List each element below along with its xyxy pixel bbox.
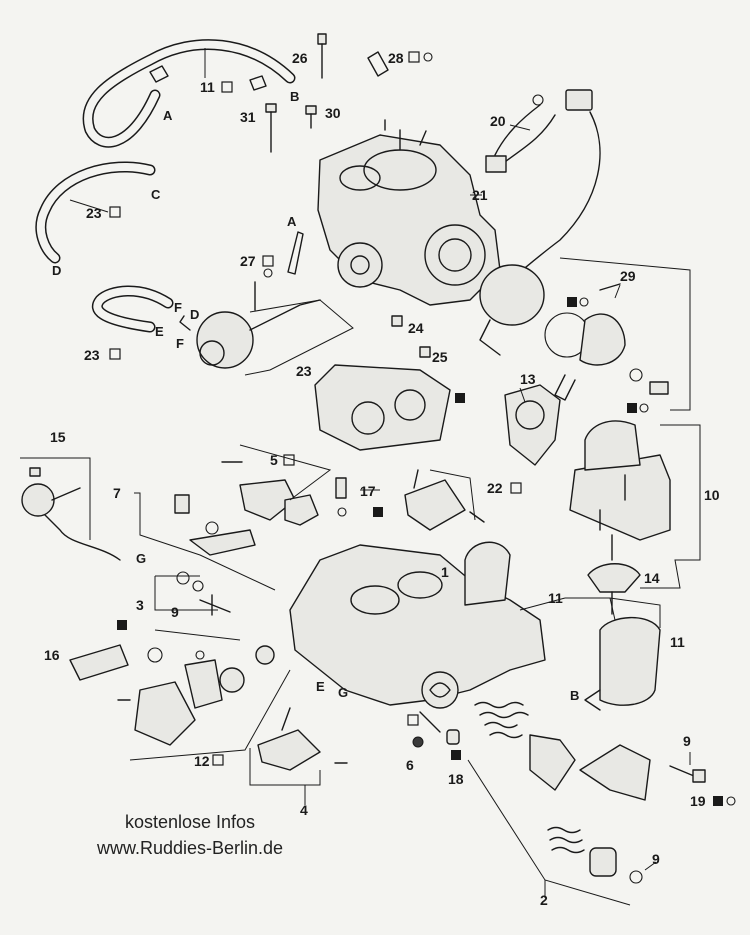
- choke-linkage-15: [21, 467, 121, 561]
- callout-11-pump: 11: [548, 590, 563, 606]
- wire-harness-20: [485, 89, 601, 273]
- connector-a-hose: A: [163, 108, 173, 123]
- carburetor-gasket: [314, 364, 451, 451]
- connector-g-hose: G: [136, 551, 146, 566]
- connector-f-pulldown: F: [176, 336, 184, 351]
- callout-29: 29: [620, 268, 636, 284]
- callout-18: 18: [448, 771, 464, 787]
- carburetor-main-body-1: [289, 541, 546, 709]
- callout-5: 5: [270, 452, 278, 468]
- connector-g-body: G: [338, 685, 348, 700]
- vacuum-hose-23-upper: [35, 161, 156, 264]
- vacuum-hose-23-lower: [91, 285, 174, 333]
- idle-cutoff-valve-13: [504, 384, 561, 466]
- callout-13: 13: [520, 371, 536, 387]
- callout-19: 19: [690, 793, 706, 809]
- callout-9-bottom: 9: [652, 851, 660, 867]
- callout-26: 26: [292, 50, 308, 66]
- accelerator-pump-10: [569, 368, 671, 541]
- bracket-4: [257, 707, 348, 771]
- screw-30: [305, 105, 317, 129]
- connector-e-body: E: [316, 679, 325, 694]
- lever-assembly-5: [221, 461, 319, 526]
- choke-housing-11: [584, 616, 661, 711]
- callout-1: 1: [441, 564, 449, 580]
- callout-markers: [109, 51, 736, 806]
- callout-16: 16: [44, 647, 60, 663]
- enrichment-valve-14: [587, 534, 641, 615]
- vacuum-hose-11: [82, 39, 296, 148]
- plug-18: [446, 729, 460, 745]
- connector-b-hose: B: [290, 89, 299, 104]
- callout-30: 30: [325, 105, 341, 121]
- linkage-kit-3: [176, 571, 231, 616]
- callout-4: 4: [300, 802, 308, 818]
- linkage-9: [529, 734, 706, 801]
- callout-2: 2: [540, 892, 548, 908]
- leader-lines: [20, 48, 701, 906]
- callout-labels: 1 2 3 4 5 6 7 9 9 9 10 11 11 11 12 13 14…: [44, 50, 720, 908]
- connector-labels: A A B B C D D E E F F G G: [52, 89, 579, 703]
- watermark-url: www.Ruddies-Berlin.de: [96, 838, 284, 858]
- vacuum-unit-12: [117, 645, 275, 746]
- choke-pulldown-unit-23: [179, 281, 321, 369]
- callout-7: 7: [113, 485, 121, 501]
- callout-12: 12: [194, 753, 210, 769]
- screw-31: [265, 103, 277, 153]
- jet-6: [412, 711, 441, 748]
- callout-9-linkage-kit: 9: [171, 604, 179, 620]
- connector-c: C: [151, 187, 161, 202]
- screw-27: [287, 231, 304, 275]
- solenoid-valve-16: [69, 644, 163, 681]
- callout-11-hose: 11: [200, 79, 215, 95]
- callout-15: 15: [50, 429, 66, 445]
- callout-6: 6: [406, 757, 414, 773]
- callout-23-pulldown: 23: [296, 363, 312, 379]
- connector-b-choke: B: [570, 688, 579, 703]
- connector-d-pulldown: D: [190, 307, 199, 322]
- connector-e-hose: E: [155, 324, 164, 339]
- callout-14: 14: [644, 570, 660, 586]
- callout-11-choke: 11: [670, 634, 685, 650]
- callout-22: 22: [487, 480, 503, 496]
- screw-24: [391, 315, 403, 327]
- callout-25: 25: [432, 349, 448, 365]
- screw-25: [419, 346, 431, 358]
- carburetor-top-cover-21: [317, 119, 501, 306]
- callout-20: 20: [490, 113, 506, 129]
- callout-3: 3: [136, 597, 144, 613]
- connector-17: [335, 477, 347, 499]
- callout-21: 21: [472, 187, 488, 203]
- callout-27: 27: [240, 253, 256, 269]
- watermark-line-1: kostenlose Infos: [124, 812, 256, 832]
- spring-2: [474, 701, 643, 884]
- callout-24: 24: [408, 320, 424, 336]
- callout-9-right: 9: [683, 733, 691, 749]
- sleeve-28: [367, 51, 389, 77]
- connector-d-hose: D: [52, 263, 61, 278]
- callout-23-lower: 23: [84, 347, 100, 363]
- pulldown-diaphragm-29: [479, 264, 669, 401]
- float-22: [404, 469, 485, 531]
- connector-a-body: A: [287, 214, 297, 229]
- bracket-assembly-7: [174, 494, 256, 556]
- connector-f-hose: F: [174, 300, 182, 315]
- callout-10: 10: [704, 487, 720, 503]
- callout-31: 31: [240, 109, 256, 125]
- callout-17: 17: [360, 483, 376, 499]
- callout-23-upper: 23: [86, 205, 102, 221]
- callout-28: 28: [388, 50, 404, 66]
